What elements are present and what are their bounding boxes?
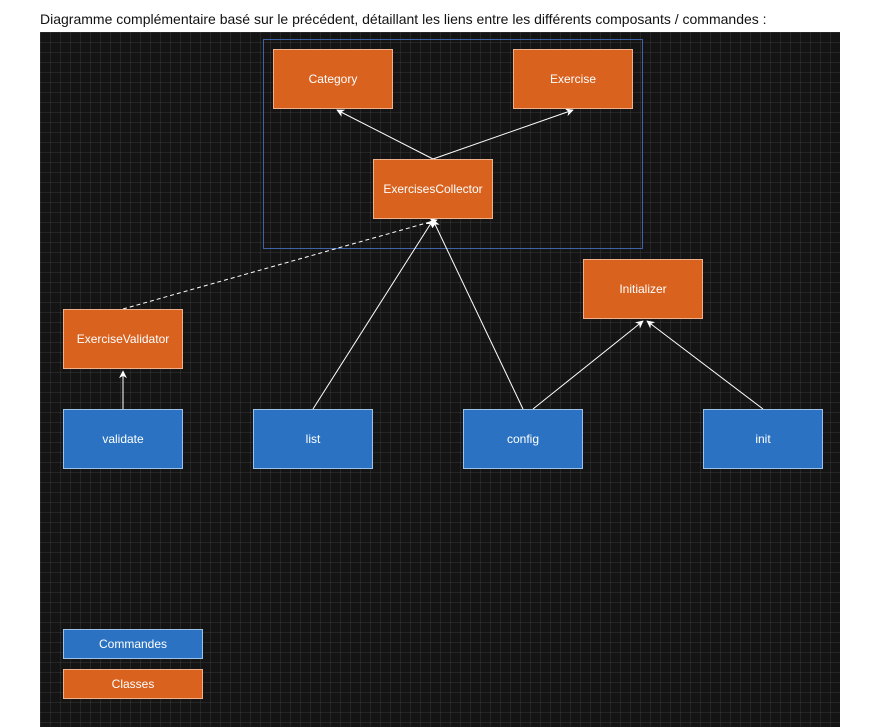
class-node-exercise[interactable]: Exercise — [513, 49, 633, 109]
edge-list-collector — [312, 219, 434, 410]
legend-classes: Classes — [63, 669, 203, 699]
diagram-caption: Diagramme complémentaire basé sur le pré… — [40, 11, 767, 27]
diagram-links — [119, 108, 764, 410]
class-node-exercises-collector[interactable]: ExercisesCollector — [373, 159, 493, 219]
legend-commands: Commandes — [63, 629, 203, 659]
edge-config-initializer — [532, 320, 644, 410]
edge-collector-category — [336, 109, 434, 160]
edge-init-initializer — [646, 320, 764, 410]
command-node-init[interactable]: init — [703, 409, 823, 469]
class-node-exercise-validator[interactable]: ExerciseValidator — [63, 309, 183, 369]
edge-validator-collector — [122, 218, 438, 310]
edge-config-collector — [432, 219, 524, 410]
class-node-initializer[interactable]: Initializer — [583, 259, 703, 319]
exercises-group-container — [263, 39, 643, 249]
diagram-canvas: Category Exercise ExercisesCollector Ini… — [40, 32, 840, 727]
command-node-validate[interactable]: validate — [63, 409, 183, 469]
class-node-category[interactable]: Category — [273, 49, 393, 109]
command-node-list[interactable]: list — [253, 409, 373, 469]
edge-collector-exercise — [432, 108, 574, 160]
command-node-config[interactable]: config — [463, 409, 583, 469]
